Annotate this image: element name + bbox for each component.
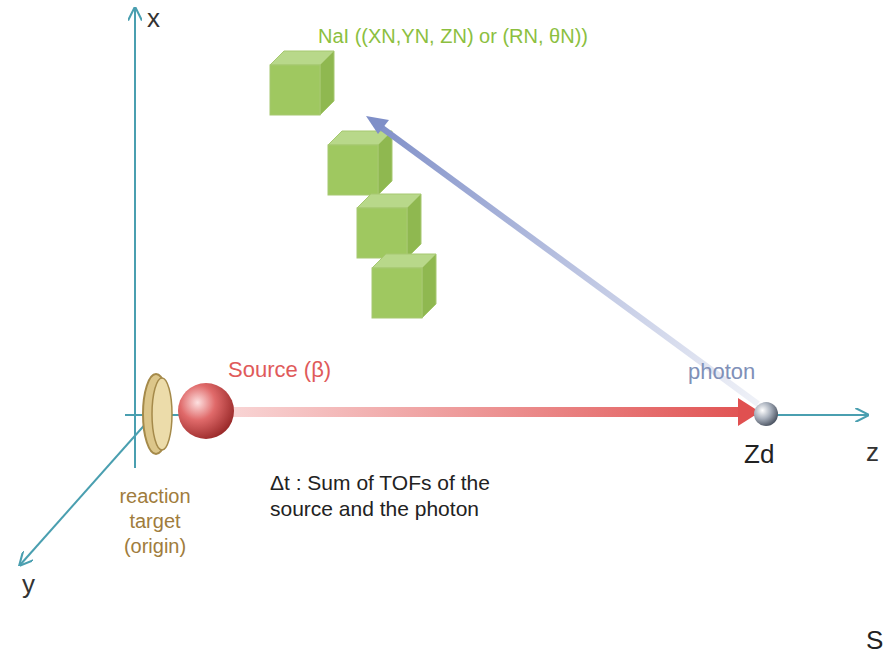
target-face xyxy=(152,378,172,450)
photon-ball xyxy=(754,402,778,426)
note-text: Δt : Sum of TOFs of the source and the p… xyxy=(270,470,498,523)
source-track xyxy=(210,407,740,417)
nai-detectors xyxy=(270,51,436,318)
axis-label: z xyxy=(866,436,879,469)
detector-label: NaI ((XN,YN, ZN) or (RN, θN)) xyxy=(318,24,588,49)
photon-label: photon xyxy=(688,358,755,386)
source-label: Source (β) xyxy=(228,356,331,384)
axis-label: y xyxy=(22,568,35,601)
photon-track xyxy=(378,125,758,404)
target-label: reaction target (origin) xyxy=(96,484,214,559)
position-label: Zd xyxy=(744,438,774,471)
source-sphere xyxy=(178,383,234,439)
cut-label: S xyxy=(866,624,883,657)
photon-arrowhead xyxy=(366,116,389,134)
axis-label: x xyxy=(147,2,160,35)
x-axis xyxy=(134,8,136,468)
